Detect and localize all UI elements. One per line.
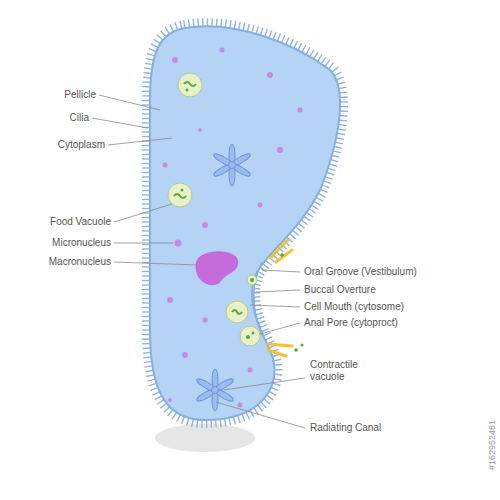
macronucleus-label: Macronucleus (49, 256, 111, 268)
watermark: #162952481 (486, 420, 498, 470)
buccal-overture-label: Buccal Overture (304, 284, 376, 296)
anal-pore-label: Anal Pore (cytoproct) (304, 317, 398, 329)
food-vacuole-label: Food Vacuole (50, 216, 111, 228)
cell-mouth-label: Cell Mouth (cytosome) (304, 301, 404, 313)
cilia-label: Cilia (70, 112, 89, 124)
contractile-vacuoles (195, 144, 251, 411)
shadow (155, 424, 255, 452)
leader-lines (92, 95, 305, 428)
cytoplasm-label: Cytoplasm (58, 139, 105, 151)
waste-stream (268, 344, 292, 356)
food-particle-stream (270, 240, 292, 262)
oral-groove (254, 262, 262, 335)
food-vacuoles (168, 73, 260, 346)
radiating-canal-label: Radiating Canal (310, 422, 381, 434)
macronucleus (196, 251, 239, 285)
contractile-vacuole-label: Contractile vacuole (310, 359, 380, 383)
oral-groove-label: Oral Groove (Vestibulum) (304, 266, 417, 278)
pellicle-label: Pellicle (64, 89, 96, 101)
particles (280, 253, 303, 352)
granules (163, 48, 303, 408)
micronucleus-label: Micronucleus (52, 237, 111, 249)
